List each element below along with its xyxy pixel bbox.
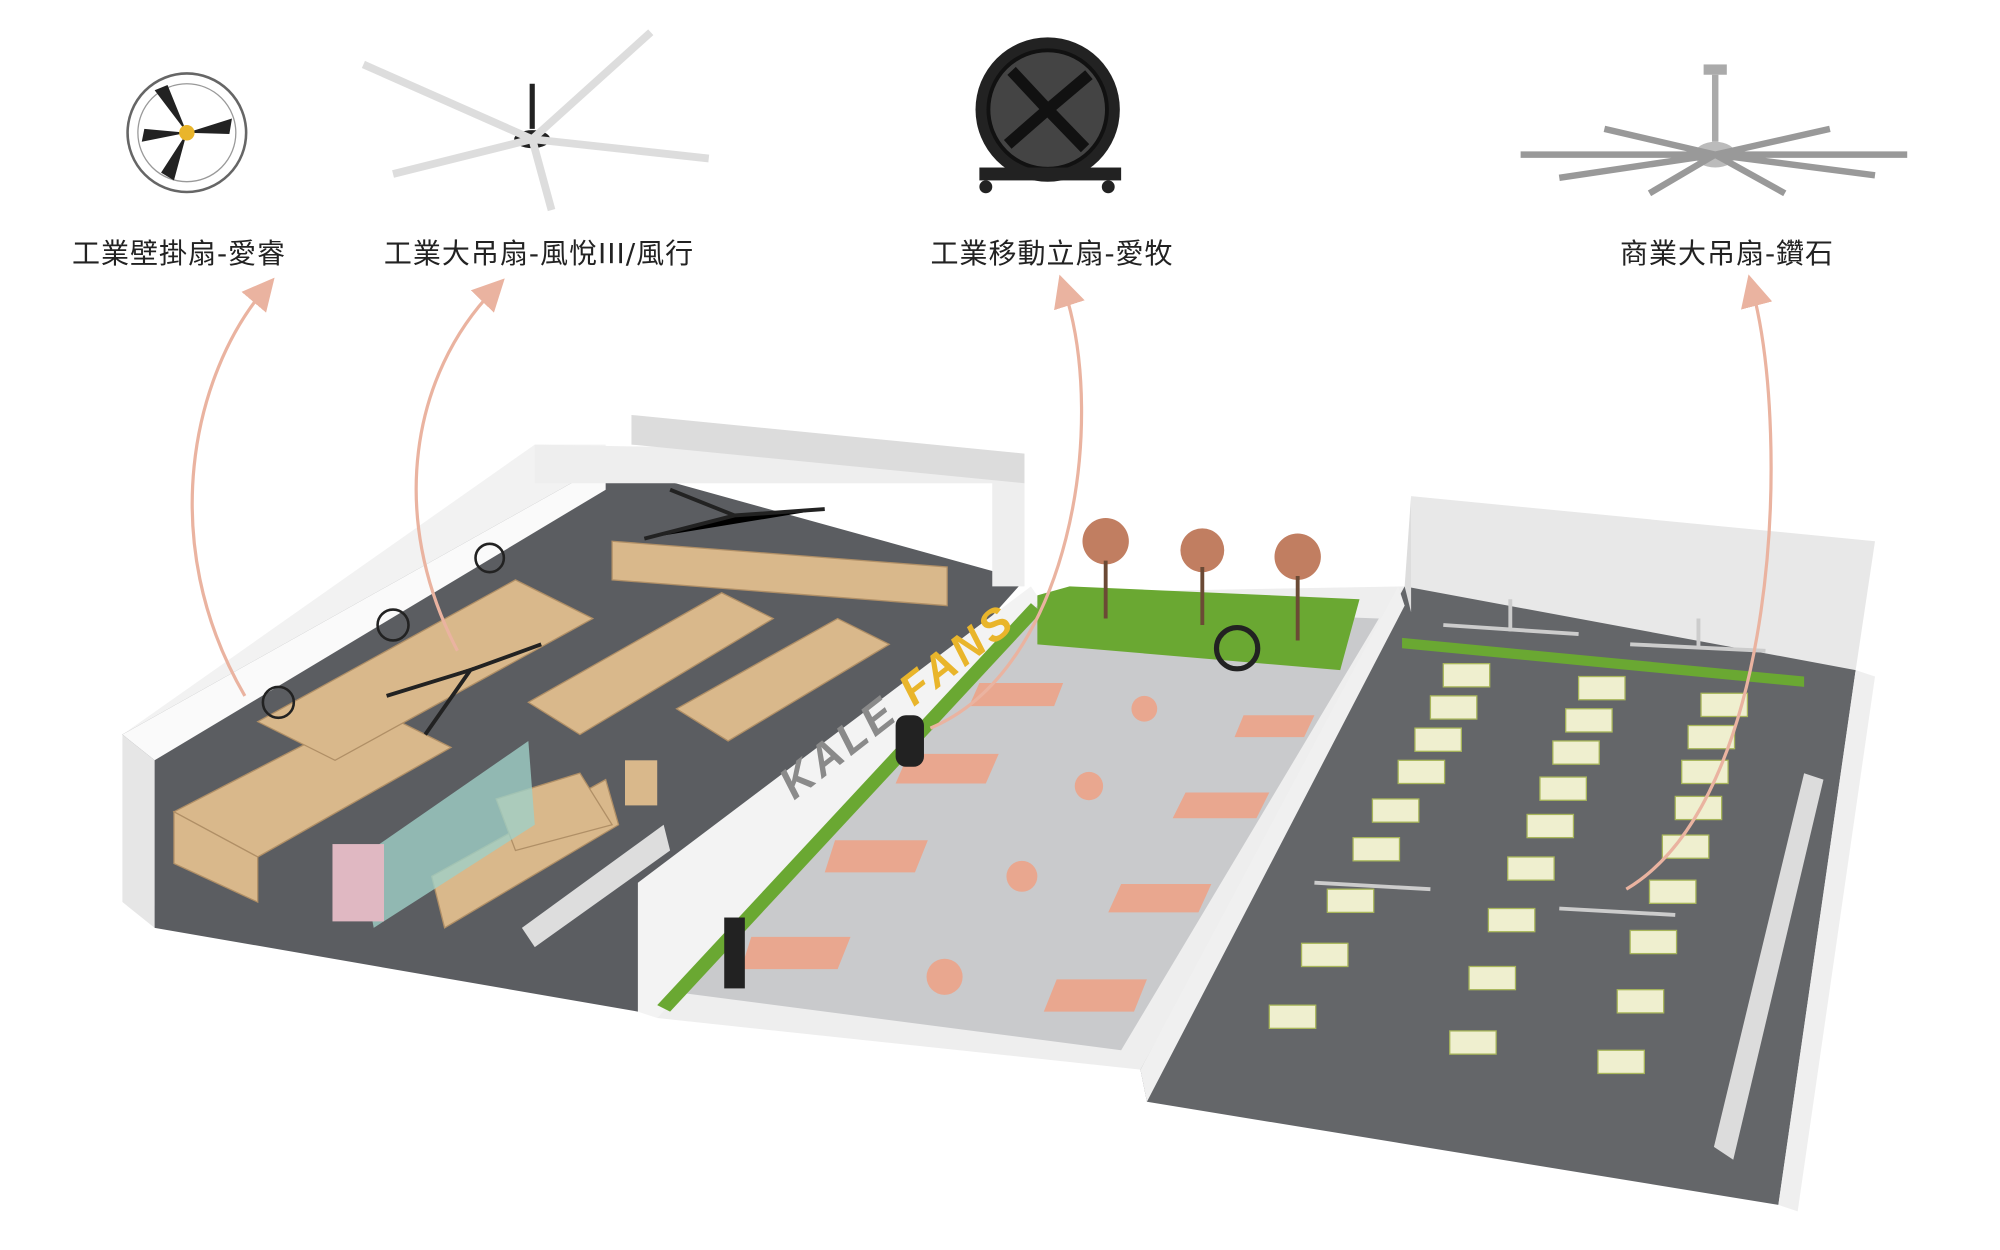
ceiling-fan-label: 工業大吊扇-風悅III/風行 xyxy=(383,237,695,270)
tree-trunks xyxy=(1103,560,1300,641)
warehouse-zone xyxy=(122,414,1025,1012)
mobile-fan-icon xyxy=(895,715,924,767)
conveyor xyxy=(521,824,671,948)
wall-fan-icon xyxy=(126,72,248,194)
truck-cab xyxy=(332,844,385,922)
diamond-fan-icon xyxy=(1443,599,1766,653)
mobile-drum-fan-icon xyxy=(975,37,1122,194)
indicator-arrows xyxy=(190,274,1773,891)
diamond-ceiling-fan-icon xyxy=(1520,64,1908,197)
storage-boxes xyxy=(172,540,948,929)
tree-canopies xyxy=(1082,518,1321,580)
mobile-fan-icon xyxy=(724,917,745,989)
wall-fan-icon xyxy=(261,685,296,720)
truck-trailer xyxy=(360,740,535,928)
diamond-fan-label: 商業大吊扇-鑽石 xyxy=(1619,237,1835,270)
basketball-court-zone xyxy=(637,518,1405,1070)
wall-fan-label: 工業壁掛扇-愛睿 xyxy=(71,237,287,270)
ceiling-fan-icon xyxy=(386,642,542,736)
ceiling-fan-icon xyxy=(643,487,825,541)
wall-fan-icon xyxy=(376,608,410,642)
arrow-mobile-fan xyxy=(929,274,1085,730)
hvls-ceiling-fan-icon xyxy=(361,29,710,212)
court-markings xyxy=(740,682,1315,1012)
arrow-ceiling-fan xyxy=(414,278,505,652)
mobile-fan-label: 工業移動立扇-愛牧 xyxy=(930,237,1174,270)
wall-fan-icon xyxy=(474,542,506,574)
mobile-fan-icon xyxy=(1213,625,1261,672)
diamond-fan-icon xyxy=(1314,880,1676,917)
dining-tables xyxy=(1268,663,1749,1075)
grass-lawn xyxy=(1037,586,1360,671)
forklift xyxy=(625,760,658,806)
arrow-wall-fan xyxy=(190,277,275,697)
grass-strip xyxy=(657,603,1042,1012)
arrow-diamond-fan xyxy=(1625,274,1773,891)
